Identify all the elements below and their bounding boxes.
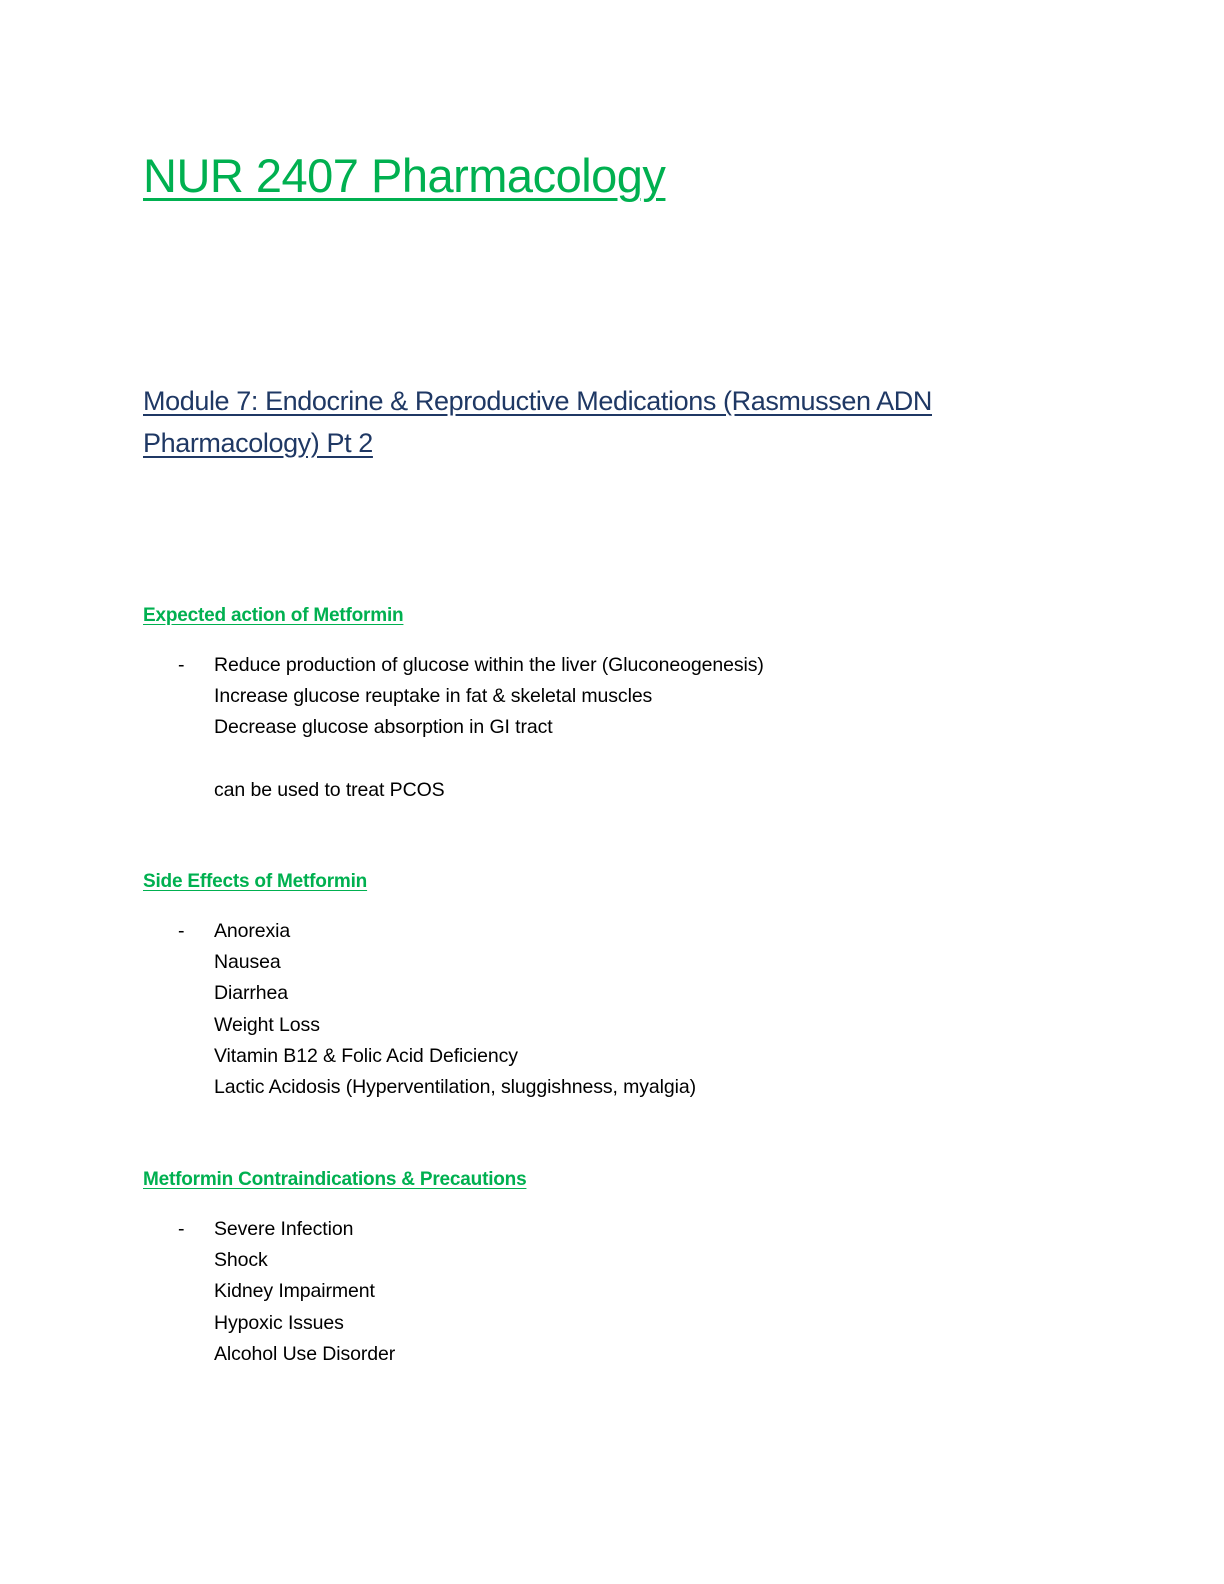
list-item: Lactic Acidosis (Hyperventilation, slugg… (214, 1076, 697, 1099)
section-heading-contraindications: Metformin Contraindications & Precaution… (143, 1169, 527, 1190)
list-item: Weight Loss (214, 1013, 320, 1036)
list-item: Shock (214, 1249, 268, 1272)
list-item: Anorexia (214, 920, 291, 942)
expected-action-list: - Reduce production of glucose within th… (178, 650, 764, 806)
section-heading-expected-action: Expected action of Metformin (143, 605, 404, 626)
list-item: Diarrhea (214, 982, 288, 1005)
list-bullet: - (178, 654, 185, 676)
list-item: Decrease glucose absorption in GI tract (214, 716, 553, 739)
list-item: Severe Infection (214, 1218, 354, 1240)
list-item: Kidney Impairment (214, 1280, 375, 1303)
side-effects-list: - Anorexia Nausea Diarrhea Weight Loss V… (178, 916, 696, 1103)
contraindications-list: - Severe Infection Shock Kidney Impairme… (178, 1214, 395, 1370)
section-heading-side-effects: Side Effects of Metformin (143, 871, 368, 892)
list-item: Nausea (214, 951, 281, 974)
list-note: can be used to treat PCOS (214, 778, 445, 801)
list-bullet: - (178, 920, 185, 942)
document-title: NUR 2407 Pharmacology (143, 149, 666, 202)
list-item: Vitamin B12 & Folic Acid Deficiency (214, 1044, 518, 1067)
list-item: Increase glucose reuptake in fat & skele… (214, 685, 653, 708)
list-item: Alcohol Use Disorder (214, 1342, 396, 1365)
list-item: Reduce production of glucose within the … (214, 654, 764, 676)
list-item: Hypoxic Issues (214, 1311, 344, 1334)
module-heading: Module 7: Endocrine & Reproductive Medic… (143, 386, 932, 458)
list-bullet: - (178, 1218, 185, 1240)
